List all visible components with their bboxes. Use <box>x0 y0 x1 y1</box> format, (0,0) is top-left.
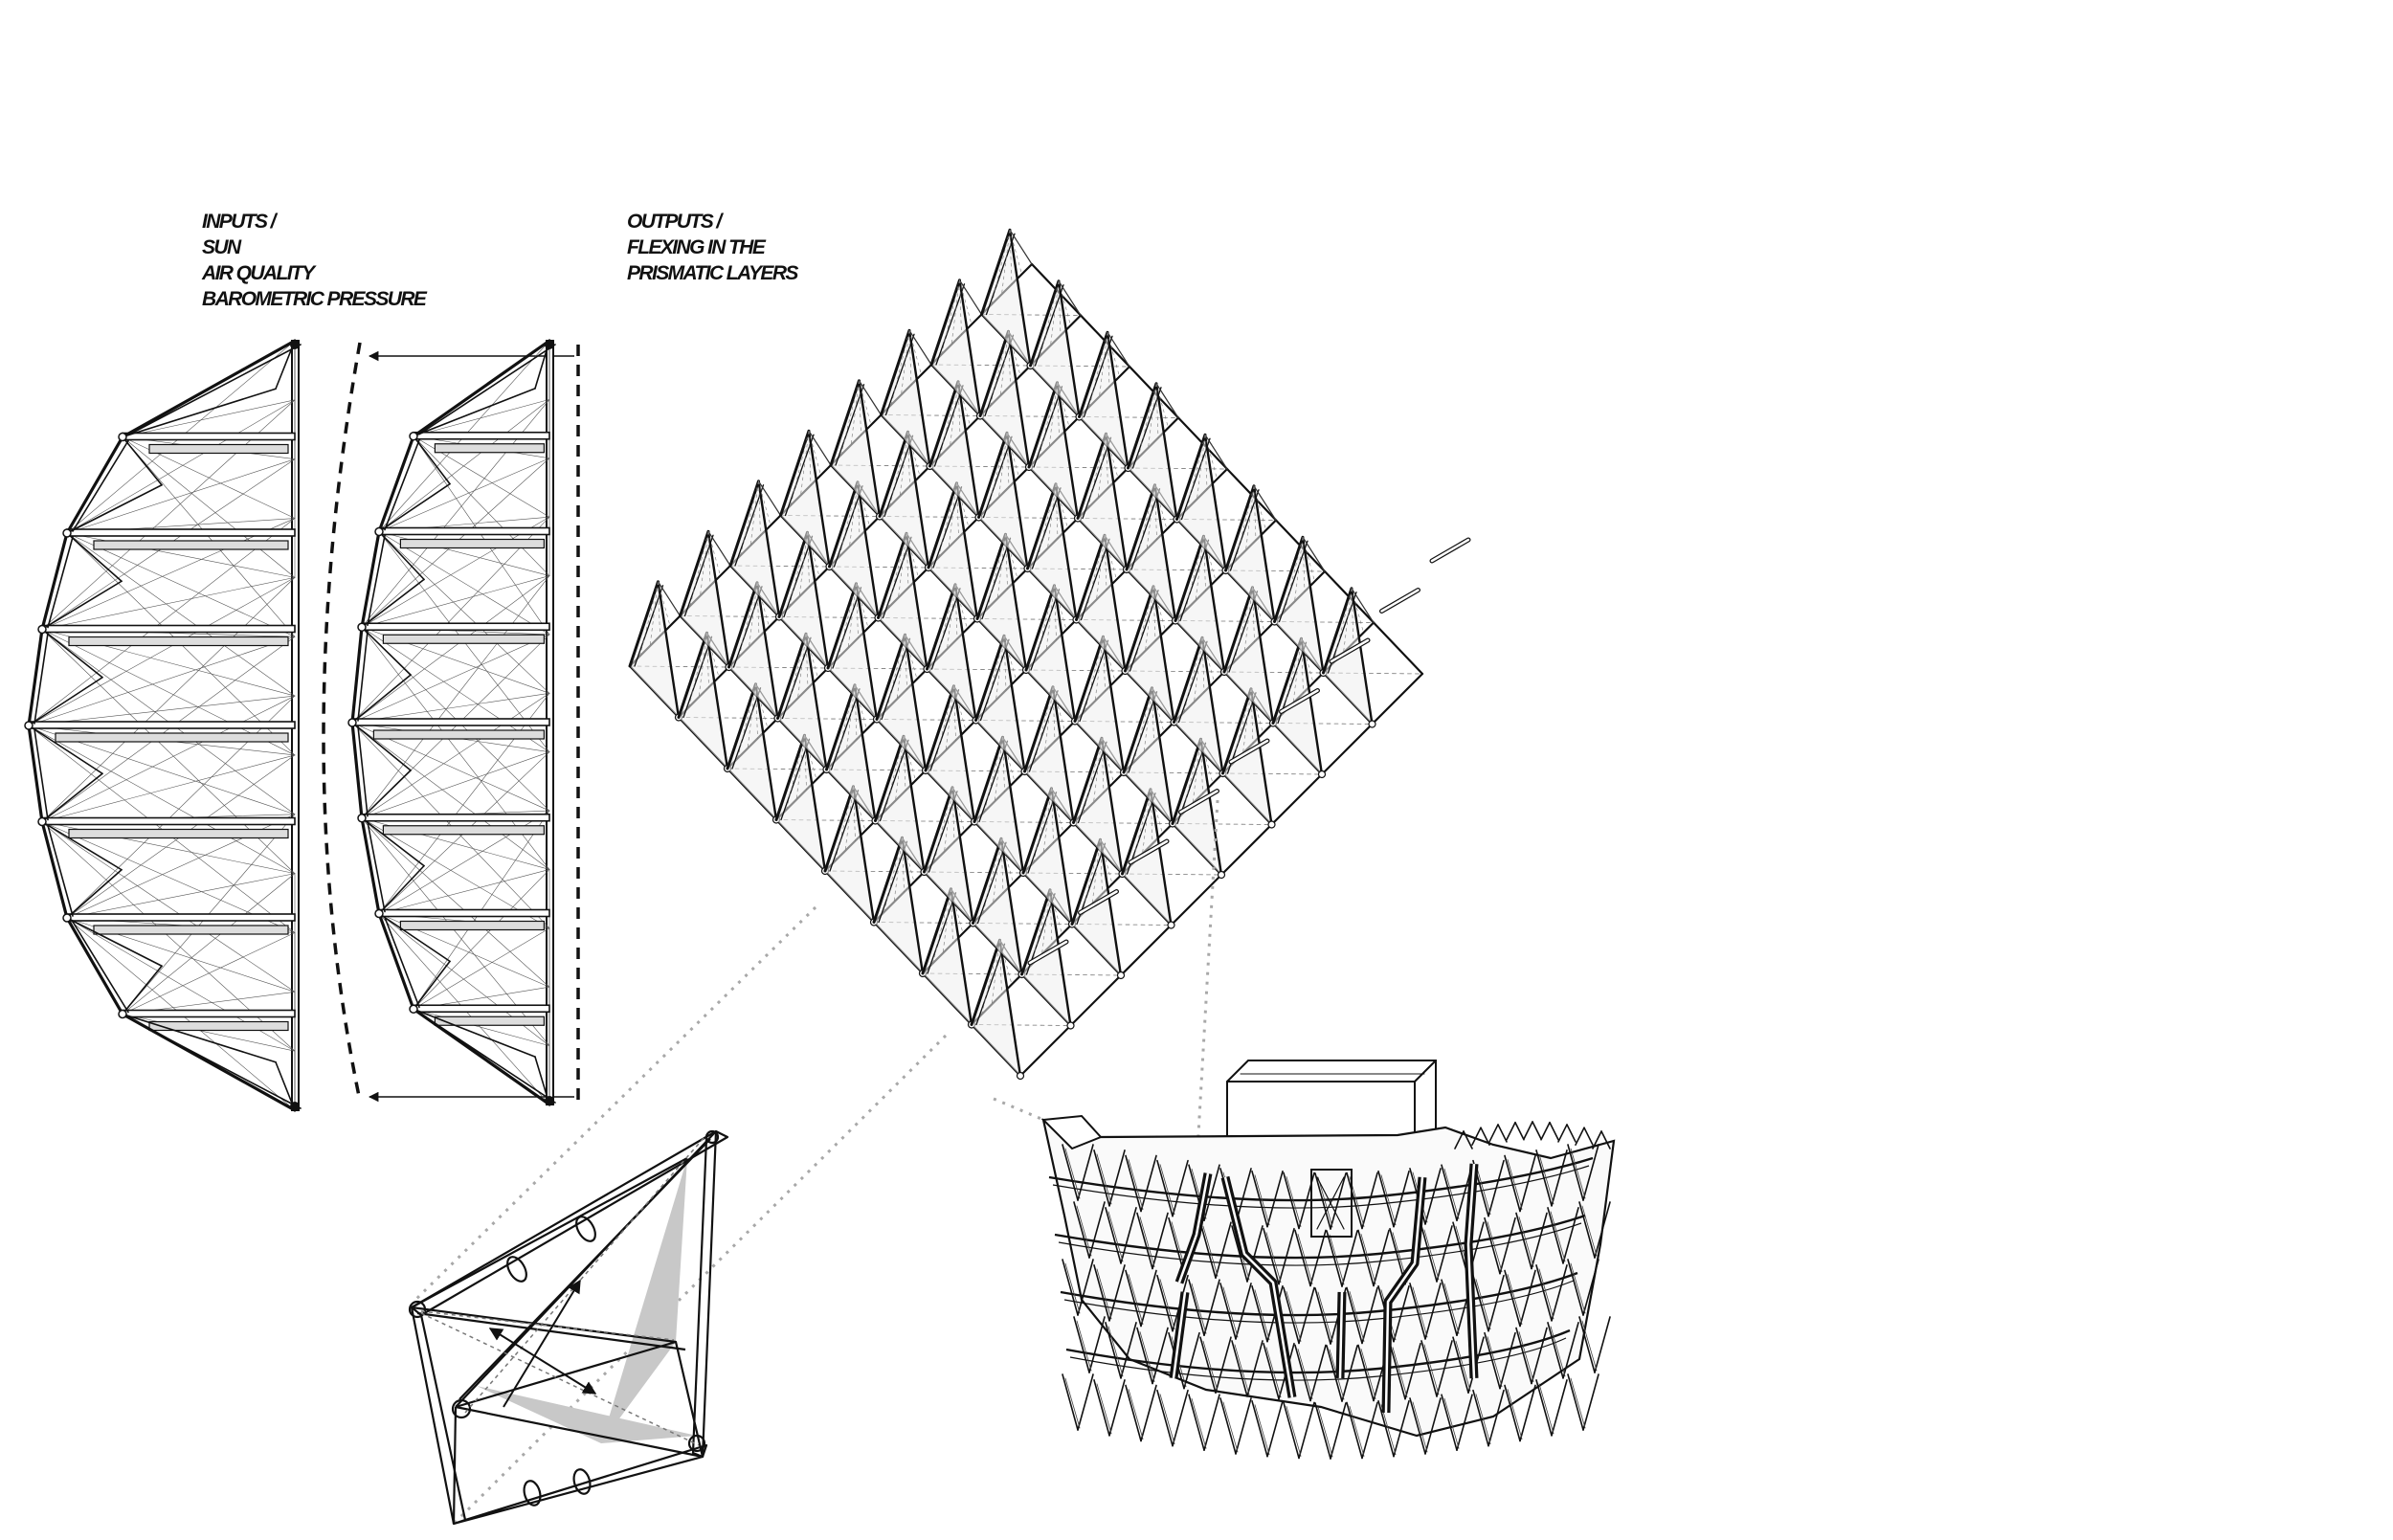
prismatic-grid-axonometric <box>628 228 1471 1081</box>
inputs-item-barometric-pressure: BAROMETRIC PRESSURE <box>202 288 427 310</box>
outputs-line-prismatic-layers: PRISMATIC LAYERS <box>627 262 798 284</box>
prismatic-wall-elevation-right <box>347 339 556 1106</box>
building-axonometric <box>1040 1060 1616 1460</box>
inputs-label: INPUTS / SUN AIR QUALITY BAROMETRIC PRES… <box>202 209 427 312</box>
outputs-heading: OUTPUTS / <box>627 211 722 233</box>
outputs-label: OUTPUTS / FLEXING IN THE PRISMATIC LAYER… <box>627 209 798 286</box>
prismatic-wall-elevation-left <box>24 339 302 1112</box>
flex-arrow-icon <box>488 1328 597 1395</box>
inputs-item-sun: SUN <box>202 236 241 258</box>
inputs-item-air-quality: AIR QUALITY <box>202 262 315 284</box>
outputs-line-flexing: FLEXING IN THE <box>627 236 766 258</box>
prism-module-detail <box>408 1129 729 1526</box>
flex-arrow-2-icon <box>503 1279 581 1408</box>
inputs-heading: INPUTS / <box>202 211 276 233</box>
